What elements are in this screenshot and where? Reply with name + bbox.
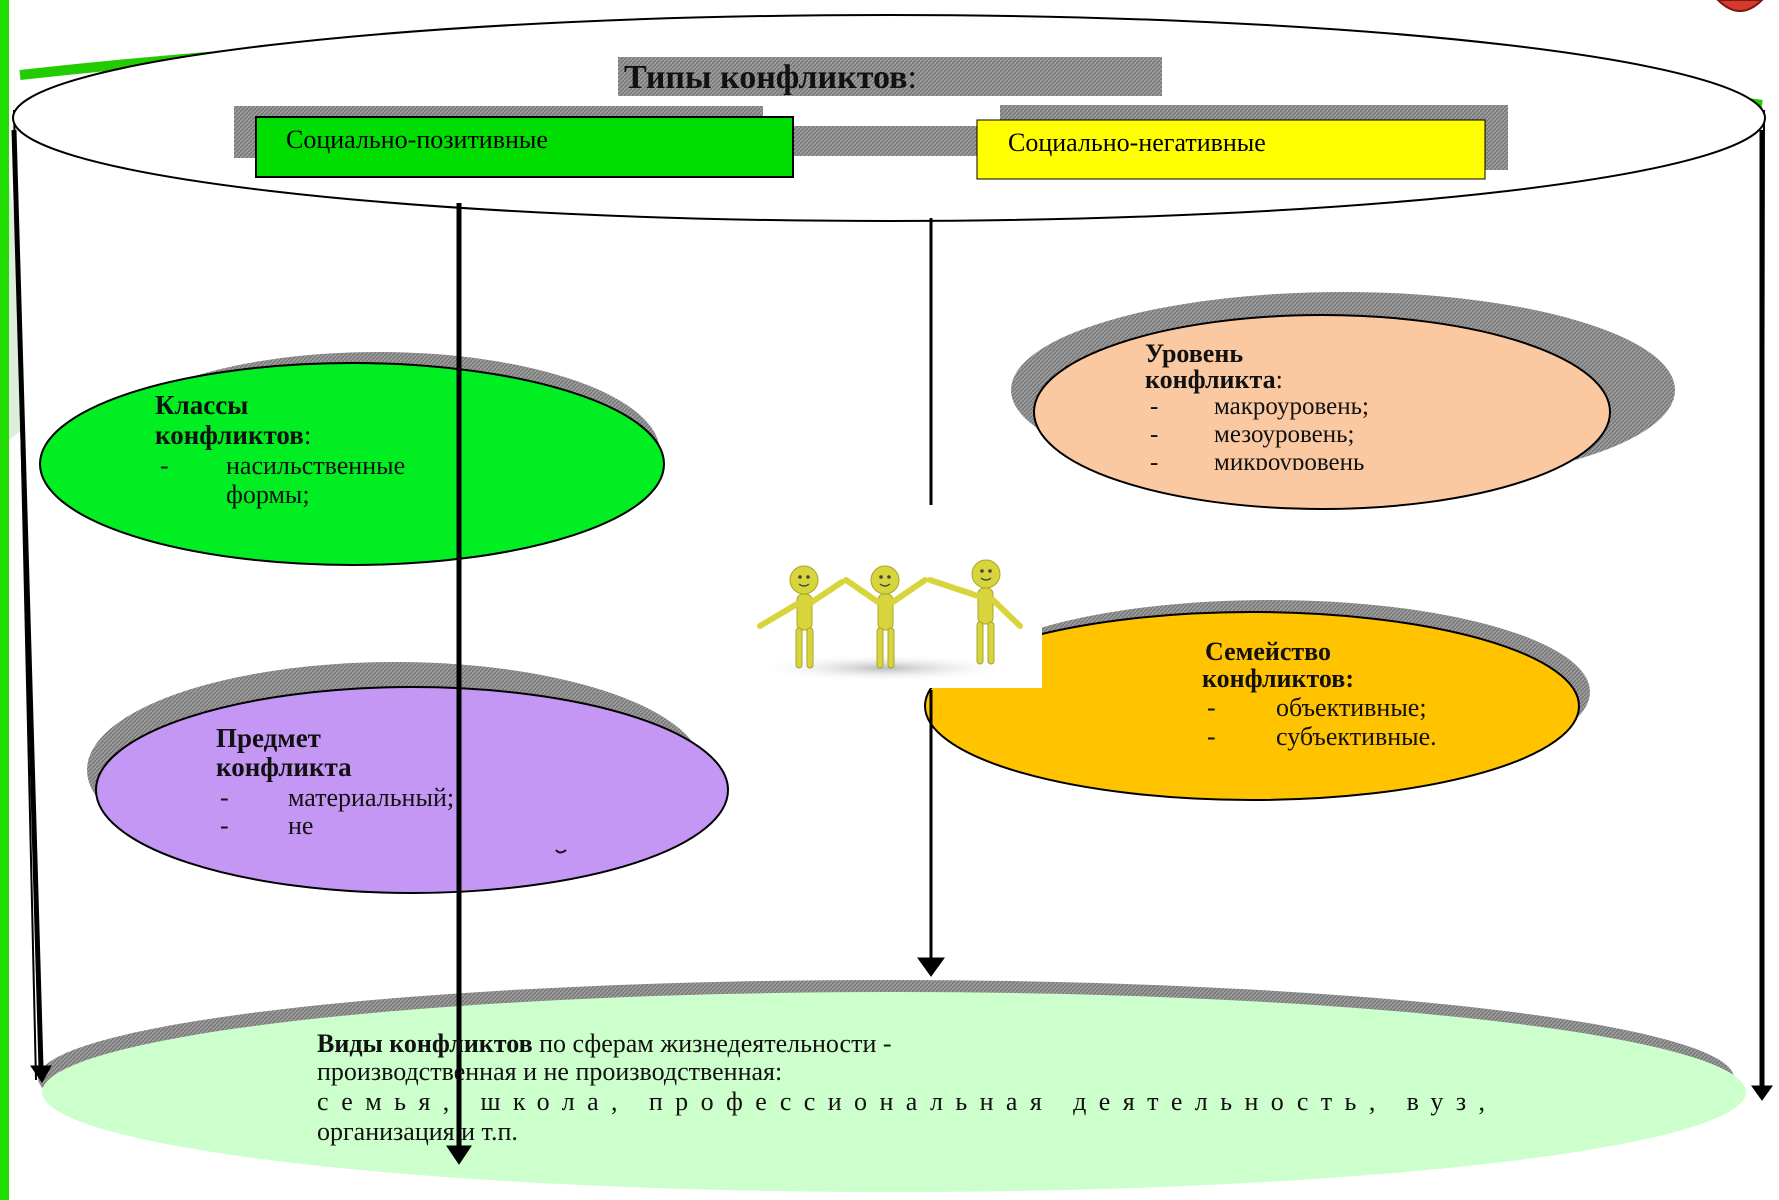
- spheres-line-2: производственная и не производственная:: [317, 1057, 782, 1086]
- family-ellipse: [924, 611, 1580, 801]
- title-shadow-bg: [618, 57, 1162, 96]
- subject-ellipse-mark: [555, 849, 567, 854]
- spheres-line-4: организация и т.п.: [317, 1117, 518, 1146]
- level-heading-2: конфликта:: [1145, 365, 1283, 394]
- classes-item-1-cont: формы;: [226, 480, 310, 509]
- positive-type-label: Социально-позитивные: [286, 125, 548, 154]
- positive-box-shadow-right: [786, 126, 998, 156]
- subject-heading-1: Предмет: [216, 723, 321, 753]
- classes-heading-2: конфликтов:: [155, 420, 311, 450]
- level-bullet-1: -: [1150, 393, 1158, 420]
- family-bullet-1: -: [1207, 693, 1216, 722]
- corner-badge-icon: [1716, 0, 1764, 12]
- family-heading-2: конфликтов:: [1202, 664, 1354, 693]
- subject-ellipse: [95, 686, 729, 894]
- subject-item-2: не: [288, 811, 313, 840]
- level-bullet-3: -: [1150, 449, 1158, 476]
- arrow-left-head: [30, 1065, 52, 1083]
- arrow-right-head: [1751, 1085, 1773, 1101]
- classes-heading-1: Классы: [155, 390, 248, 420]
- spheres-line-1: Виды конфликтов по сферам жизнедеятельно…: [317, 1029, 892, 1058]
- classes-ellipse: [39, 362, 665, 566]
- family-item-1: объективные;: [1276, 693, 1427, 722]
- family-heading-1: Семейство: [1205, 637, 1331, 666]
- family-bullet-2: -: [1207, 722, 1216, 751]
- holding-hands-figures-icon: [730, 508, 1042, 688]
- left-border-bar: [0, 0, 9, 1200]
- arrow-left-wall: [11, 129, 44, 1069]
- level-item-1: макроуровень;: [1214, 393, 1369, 420]
- classes-item-1: насильственные: [226, 451, 405, 480]
- level-bullet-2: -: [1150, 421, 1158, 448]
- subject-item-1: материальный;: [288, 783, 454, 812]
- arrows: [11, 129, 1773, 1165]
- level-ellipse: [1033, 314, 1611, 510]
- subject-bullet-1: -: [220, 783, 229, 812]
- diagram-title: Типы конфликтов:: [624, 59, 917, 96]
- level-heading-1: Уровень: [1145, 339, 1243, 368]
- positive-type-box: [255, 116, 794, 178]
- level-item-3: микроуровень: [1214, 449, 1364, 476]
- family-item-2: субъективные.: [1276, 722, 1437, 751]
- negative-type-box: [976, 119, 1486, 180]
- classes-bullet-1: -: [160, 451, 169, 480]
- arrow-positive-head: [446, 1145, 472, 1165]
- arrow-negative-head: [917, 957, 945, 977]
- spheres-ellipse: [42, 992, 1746, 1192]
- subject-heading-2: конфликта: [216, 752, 352, 782]
- negative-type-label: Социально-негативные: [1008, 128, 1266, 157]
- level-item-2: мезоуровень;: [1214, 421, 1354, 448]
- subject-bullet-2: -: [220, 811, 229, 840]
